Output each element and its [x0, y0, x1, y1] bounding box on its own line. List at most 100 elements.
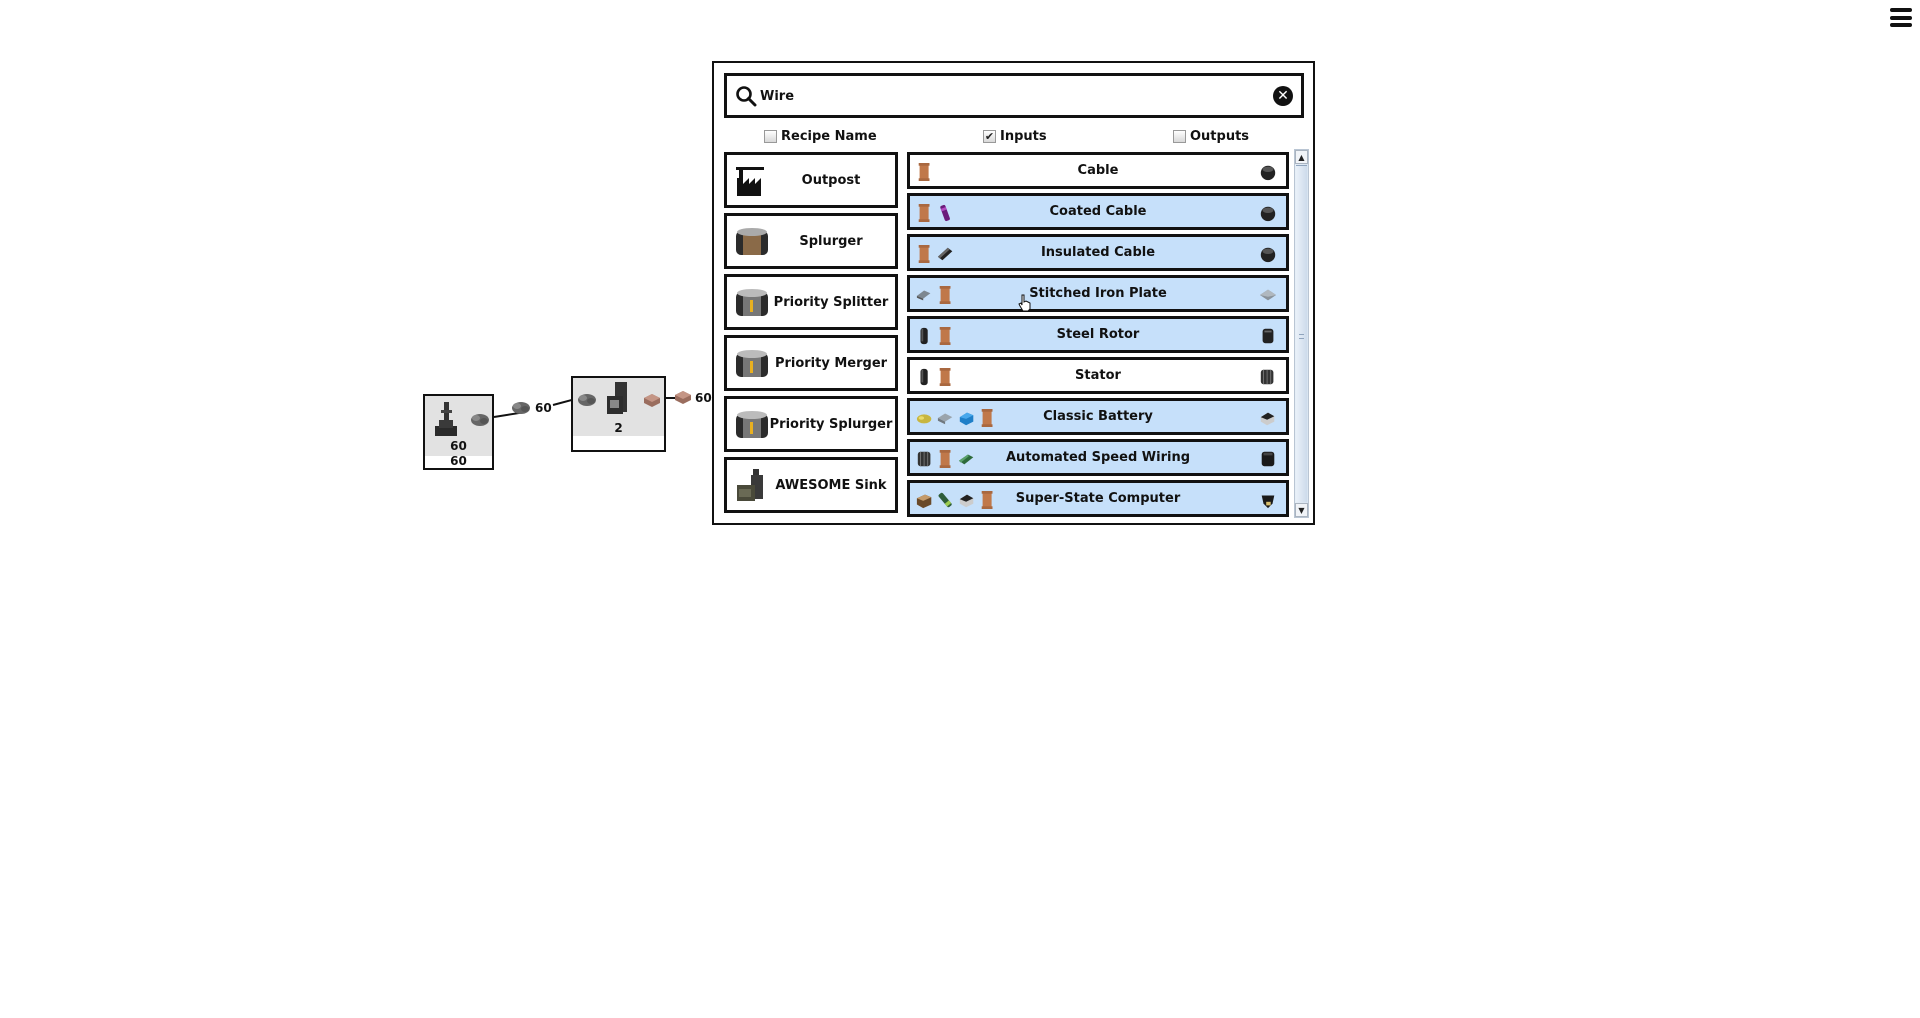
recipe-item[interactable]: Stator — [907, 357, 1289, 394]
filter-inputs-checkbox[interactable]: ✔ Inputs — [983, 129, 1047, 144]
battery-icon — [1260, 412, 1275, 426]
node-value: 2 — [614, 421, 623, 435]
plastic-icon — [959, 412, 974, 426]
node-value: 60 — [450, 439, 467, 453]
building-priority-merger[interactable]: Priority Merger — [724, 335, 898, 391]
recipe-label: Stator — [1075, 368, 1121, 383]
building-splurger[interactable]: Splurger — [724, 213, 898, 269]
filter-label: Outputs — [1190, 129, 1250, 144]
grip-icon — [1299, 334, 1304, 339]
recipe-inputs — [916, 366, 955, 388]
hamburger-menu-button[interactable] — [1890, 8, 1912, 29]
search-icon — [736, 86, 757, 107]
recipe-output — [1259, 448, 1279, 470]
arrow-up-icon: ▲ — [1298, 153, 1305, 162]
graph-node-smelter[interactable]: 2 — [571, 376, 666, 452]
wire-icon — [939, 368, 951, 386]
hi-speed-connector-icon — [958, 454, 974, 465]
building-label: AWESOME Sink — [775, 477, 887, 493]
search-box: ✕ — [724, 73, 1304, 118]
oil-extractor-icon — [435, 402, 457, 436]
awesome-sink-icon — [737, 469, 763, 501]
recipe-inputs — [916, 448, 976, 470]
scroll-thumb[interactable] — [1296, 165, 1307, 502]
reinforced-iron-plate-icon — [1259, 289, 1277, 301]
resource-ore-icon — [578, 394, 596, 406]
recipe-label: Super-State Computer — [1015, 491, 1181, 506]
steel-pipe-icon — [920, 368, 928, 386]
rotor-icon — [1262, 328, 1274, 344]
recipe-output — [1259, 161, 1279, 183]
checkbox-unchecked[interactable] — [1173, 130, 1186, 143]
recipe-list-scrollbar[interactable]: ▲ ▼ — [1294, 149, 1309, 518]
building-label: Outpost — [801, 172, 861, 188]
recipe-output — [1259, 366, 1279, 388]
recipe-item[interactable]: Coated Cable — [907, 193, 1289, 230]
edge-item-icon-ingot — [675, 391, 691, 404]
ingot-icon — [644, 394, 660, 407]
splurger-icon — [736, 228, 768, 255]
recipe-output — [1259, 284, 1279, 306]
edge-rate: 60 — [695, 391, 712, 405]
recipe-item[interactable]: Automated Speed Wiring — [907, 439, 1289, 476]
stator-icon — [917, 451, 931, 467]
edge-rate: 60 — [535, 401, 552, 415]
computer-icon — [916, 494, 932, 509]
checkbox-unchecked[interactable] — [764, 130, 777, 143]
reinforced-plate-icon — [916, 290, 931, 301]
cable-icon — [1260, 206, 1276, 222]
node-value: 60 — [450, 454, 467, 468]
recipe-label: Insulated Cable — [1040, 245, 1156, 260]
wire-icon — [918, 163, 930, 181]
recipe-label: Coated Cable — [1049, 204, 1147, 219]
filter-outputs-checkbox[interactable]: Outputs — [1173, 129, 1249, 144]
electromagnetic-rod-icon — [938, 492, 952, 508]
building-label: Priority Splitter — [773, 294, 889, 310]
clear-circle-icon: ✕ — [1277, 88, 1289, 104]
checkbox-checked[interactable]: ✔ — [983, 130, 996, 143]
edge-item-icon-ore — [512, 402, 530, 414]
recipe-label: Classic Battery — [1043, 409, 1153, 424]
cable-icon — [1260, 165, 1276, 181]
building-priority-splurger[interactable]: Priority Splurger — [724, 396, 898, 452]
recipe-item[interactable]: Cable — [907, 152, 1289, 189]
production-graph[interactable]: 60 60 60 2 60 — [0, 0, 712, 1018]
building-outpost[interactable]: Outpost — [724, 152, 898, 208]
filter-recipe-name-checkbox[interactable]: Recipe Name — [764, 129, 877, 144]
recipe-output — [1259, 407, 1279, 429]
recipe-item[interactable]: Classic Battery — [907, 398, 1289, 435]
recipe-label: Cable — [1077, 163, 1119, 178]
recipe-inputs — [916, 284, 955, 306]
resource-ore-icon — [471, 414, 489, 426]
recipe-item[interactable]: Stitched Iron Plate — [907, 275, 1289, 312]
recipe-item[interactable]: Insulated Cable — [907, 234, 1289, 271]
arrow-down-icon: ▼ — [1298, 506, 1305, 515]
recipe-item[interactable]: Steel Rotor — [907, 316, 1289, 353]
recipe-inputs — [916, 489, 997, 511]
wire-icon — [939, 450, 951, 468]
recipe-output — [1259, 489, 1279, 511]
edge-line — [666, 397, 676, 399]
graph-node-extractor[interactable]: 60 60 — [423, 394, 494, 470]
scroll-up-button[interactable]: ▲ — [1295, 150, 1308, 164]
search-input[interactable] — [760, 84, 1260, 108]
priority-merger-icon — [736, 350, 768, 377]
wire-icon — [918, 204, 930, 222]
clear-search-button[interactable]: ✕ — [1273, 86, 1293, 106]
recipe-item[interactable]: Super-State Computer — [907, 480, 1289, 517]
recipe-inputs — [916, 407, 997, 429]
filter-label: Recipe Name — [781, 129, 877, 144]
wire-icon — [939, 327, 951, 345]
wire-icon — [981, 409, 993, 427]
battery-icon — [959, 494, 974, 508]
building-priority-splitter[interactable]: Priority Splitter — [724, 274, 898, 330]
building-awesome-sink[interactable]: AWESOME Sink — [724, 457, 898, 513]
stator-icon — [1260, 369, 1274, 385]
rubber-icon — [937, 247, 953, 261]
cable-icon — [1260, 247, 1276, 263]
scroll-down-button[interactable]: ▼ — [1295, 503, 1308, 517]
priority-splitter-icon — [736, 289, 768, 316]
recipe-output — [1259, 325, 1279, 347]
recipe-inputs — [916, 161, 934, 183]
building-label: Priority Splurger — [769, 416, 893, 432]
